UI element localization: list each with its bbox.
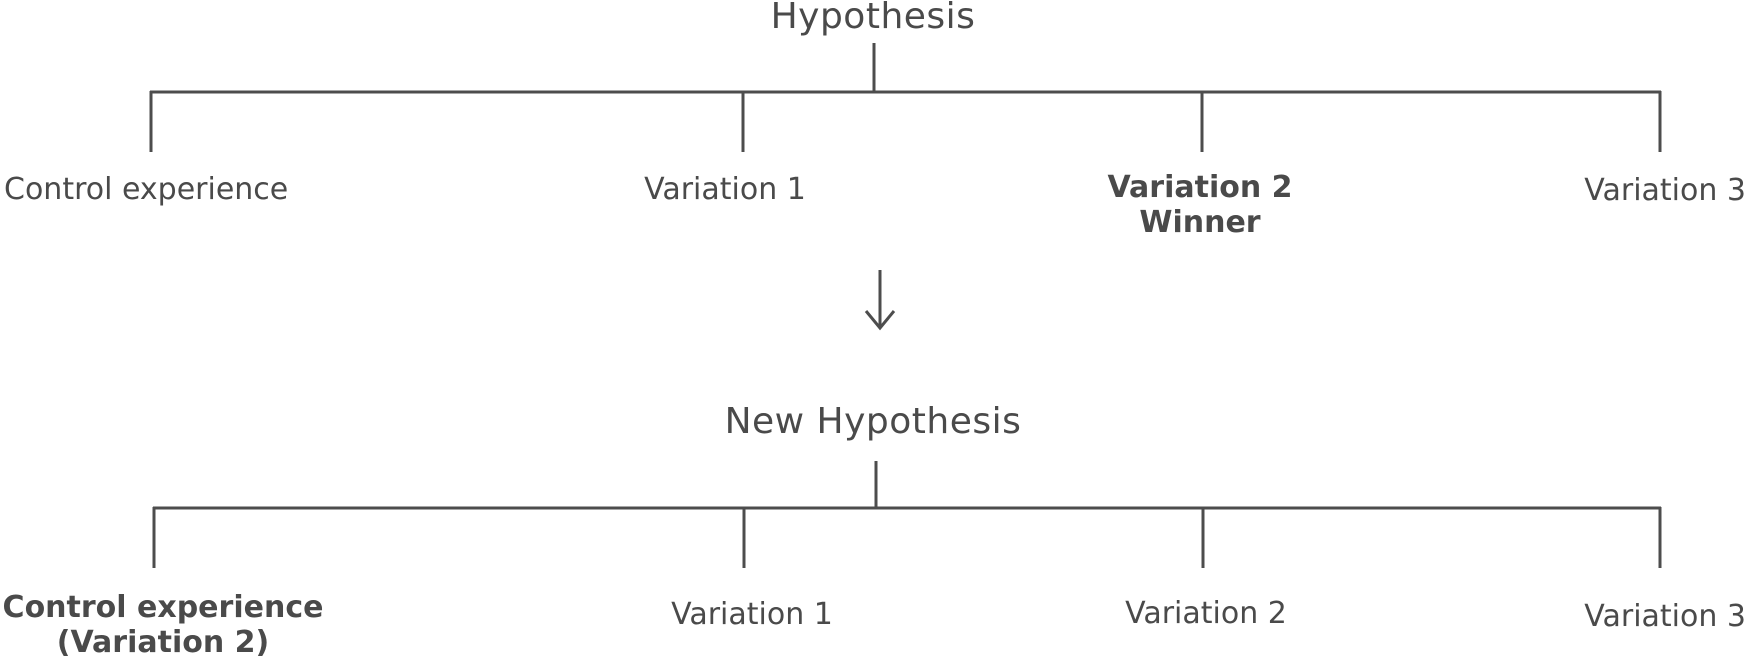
top-node-variation-2-winner: Variation 2 Winner <box>1107 170 1292 241</box>
bottom-node-variation-3: Variation 3 <box>1584 599 1746 634</box>
new-hypothesis-title: New Hypothesis <box>724 401 1022 442</box>
bottom-node-control-subtitle: (Variation 2) <box>56 625 270 661</box>
bottom-node-variation-1: Variation 1 <box>671 597 833 632</box>
bottom-node-control-label: Control experience <box>2 590 324 625</box>
top-node-control-experience: Control experience <box>4 172 289 207</box>
top-node-variation-3: Variation 3 <box>1584 173 1746 208</box>
winner-label: Winner <box>1139 205 1261 241</box>
top-node-variation-1: Variation 1 <box>644 172 806 207</box>
bottom-node-control-experience: Control experience (Variation 2) <box>3 590 324 661</box>
down-arrow-head <box>864 310 896 331</box>
bottom-node-variation-2: Variation 2 <box>1125 596 1287 631</box>
top-node-variation-2-label: Variation 2 <box>1107 170 1293 205</box>
hypothesis-title: Hypothesis <box>770 0 976 37</box>
